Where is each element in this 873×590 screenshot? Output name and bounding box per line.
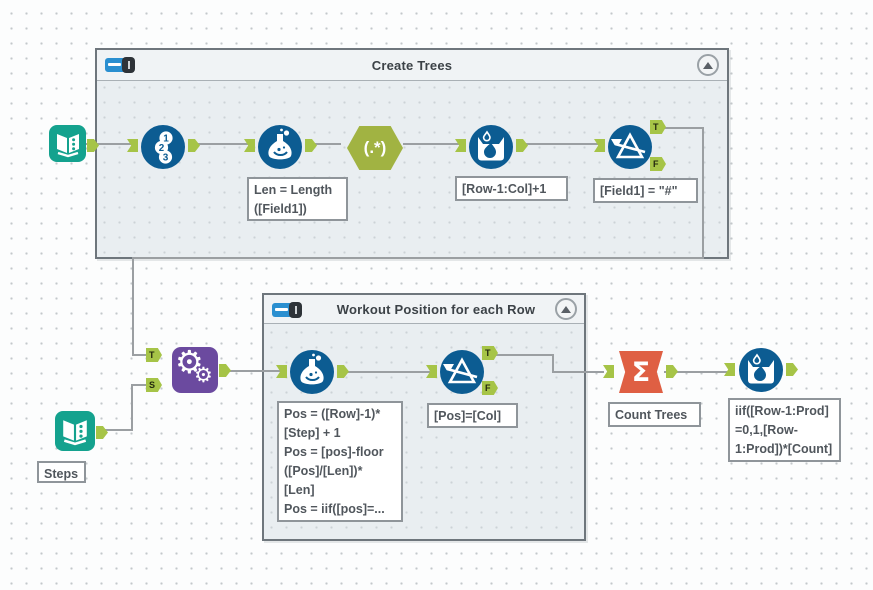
svg-text:3: 3 [163,152,169,163]
annotation-multirow1[interactable]: [Row-1:Col]+1 [455,176,568,201]
output-anchor[interactable] [516,139,528,152]
toggle-dash [275,308,288,311]
input-anchor[interactable] [127,139,138,152]
annotation-steps[interactable]: Steps [37,461,86,483]
wire [496,354,604,373]
record-id-icon: 1 2 3 [154,131,173,164]
false-output-anchor[interactable]: F [482,381,498,395]
input-anchor[interactable] [347,141,348,154]
sigma-icon: Σ [631,356,651,388]
formula-tool[interactable] [276,350,349,394]
toggle-dash [108,63,121,66]
output-anchor[interactable] [337,365,349,378]
output-anchor[interactable] [96,426,108,439]
toggle-knob [289,302,302,318]
collapse-button[interactable] [697,54,719,76]
container-create-trees-header[interactable]: Create Trees [97,50,727,81]
true-output-anchor[interactable]: T [650,120,666,134]
output-anchor[interactable] [786,363,798,376]
multi-row-formula-icon [478,130,504,161]
macro-output-anchor[interactable] [219,364,231,377]
open-book-icon [63,420,87,446]
formula-tool[interactable] [244,125,317,169]
wire [132,127,704,356]
input-anchor[interactable] [244,139,255,152]
svg-text:2: 2 [159,143,165,154]
annotation-multirow2[interactable]: iif([Row-1:Prod] =0,1,[Row- 1:Prod])*[Co… [728,398,841,462]
flask-icon [300,353,324,385]
macro-tool[interactable]: ⚙ ⚙ [172,347,218,393]
multi-row-formula-tool[interactable] [724,348,798,392]
annotation-formula2[interactable]: Pos = ([Row]-1)* [Step] + 1 Pos = [pos]-… [277,401,403,522]
collapse-arrow-icon [561,305,571,313]
annotation-filter2[interactable]: [Pos]=[Col] [427,403,518,428]
filter-funnel-icon [611,132,646,159]
open-book-icon [56,133,79,157]
annotation-filter1[interactable]: [Field1] = "#" [593,178,698,203]
output-anchor[interactable] [305,139,317,152]
multi-row-formula-icon [748,353,774,384]
true-output-anchor[interactable]: T [482,346,498,360]
regex-glyph: (.*) [363,138,387,157]
container-title: Workout Position for each Row [336,301,536,317]
container-workout-header[interactable]: Workout Position for each Row [264,295,584,324]
wire [105,384,150,431]
macro-input-anchor-s[interactable]: S [146,378,162,392]
container-title: Create Trees [371,57,453,73]
filter-tool[interactable]: T F [426,346,498,395]
input-anchor[interactable] [724,363,735,376]
input-anchor[interactable] [594,139,605,152]
container-toggle-icon[interactable] [105,57,135,73]
text-input-steps-tool[interactable] [55,411,108,451]
toggle-knob [122,57,135,73]
macro-input-anchor-t[interactable]: T [146,348,162,362]
annotation-summarize[interactable]: Count Trees [608,402,701,427]
annotation-formula1[interactable]: Len = Length ([Field1]) [247,177,348,221]
flask-icon [268,128,292,160]
filter-tool[interactable]: T F [594,120,666,171]
false-output-anchor[interactable]: F [650,157,666,171]
input-anchor[interactable] [276,365,287,378]
output-anchor[interactable] [666,365,678,378]
text-input-tool[interactable] [49,125,99,162]
record-id-tool[interactable]: 1 2 3 [127,125,200,169]
input-anchor[interactable] [455,139,466,152]
multi-row-formula-tool[interactable] [455,125,528,169]
summarize-tool[interactable]: Σ [619,351,663,393]
output-anchor[interactable] [188,139,200,152]
gear-plus-icon: ⚙ [194,363,213,387]
gear-icon: ⚙ [175,347,204,381]
filter-funnel-icon [443,357,478,384]
svg-text:1: 1 [163,133,169,144]
input-anchor[interactable] [603,365,614,378]
container-toggle-icon[interactable] [272,302,302,318]
output-anchor[interactable] [87,139,99,152]
input-anchor[interactable] [426,365,437,378]
regex-tool[interactable]: (.*) [347,126,403,170]
collapse-button[interactable] [555,298,577,320]
collapse-arrow-icon [703,61,713,69]
